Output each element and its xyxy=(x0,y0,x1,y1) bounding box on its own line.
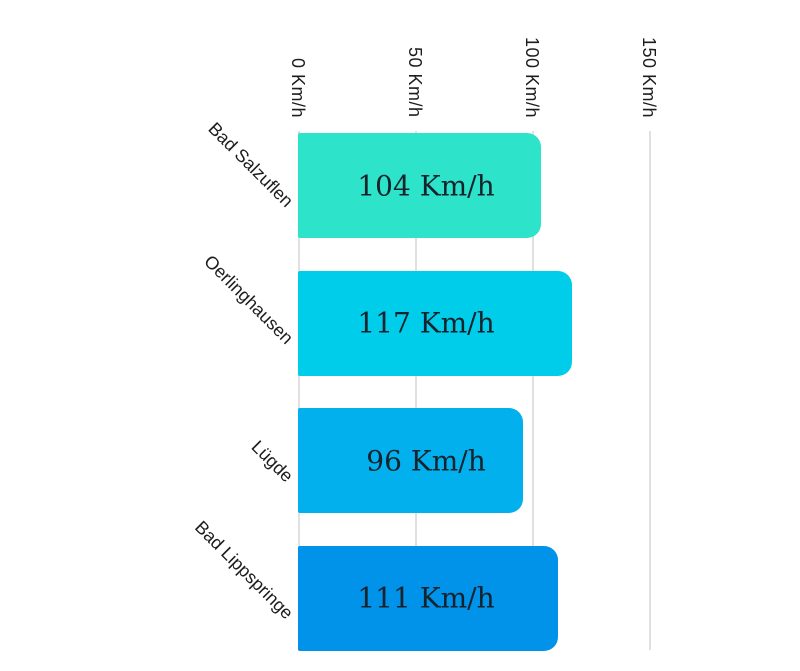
x-axis-tick-label: 50 Km/h xyxy=(405,47,425,118)
bar xyxy=(298,408,523,513)
bar-value-label: 111 Km/h xyxy=(357,581,495,615)
gridline xyxy=(298,131,300,650)
bar xyxy=(298,270,572,376)
y-axis-category-label: Bad Salzuflen xyxy=(204,117,298,211)
gridline xyxy=(649,131,651,650)
gridline xyxy=(532,131,534,650)
bar xyxy=(298,133,542,238)
y-axis-category-label: Bad Lippspringe xyxy=(190,516,298,624)
bar-value-label: 117 Km/h xyxy=(357,306,495,340)
x-axis-tick-label: 100 Km/h xyxy=(522,36,542,118)
bar xyxy=(298,545,558,651)
x-axis-tick-label: 0 Km/h xyxy=(288,57,308,118)
bar-value-label: 96 Km/h xyxy=(366,444,486,477)
y-axis-category-label: Lügde xyxy=(247,436,298,486)
gridline xyxy=(415,131,417,650)
bar-value-label: 104 Km/h xyxy=(357,169,495,202)
x-axis-tick-label: 150 Km/h xyxy=(639,36,659,118)
y-axis-category-label: Oerlinghausen xyxy=(200,251,298,349)
